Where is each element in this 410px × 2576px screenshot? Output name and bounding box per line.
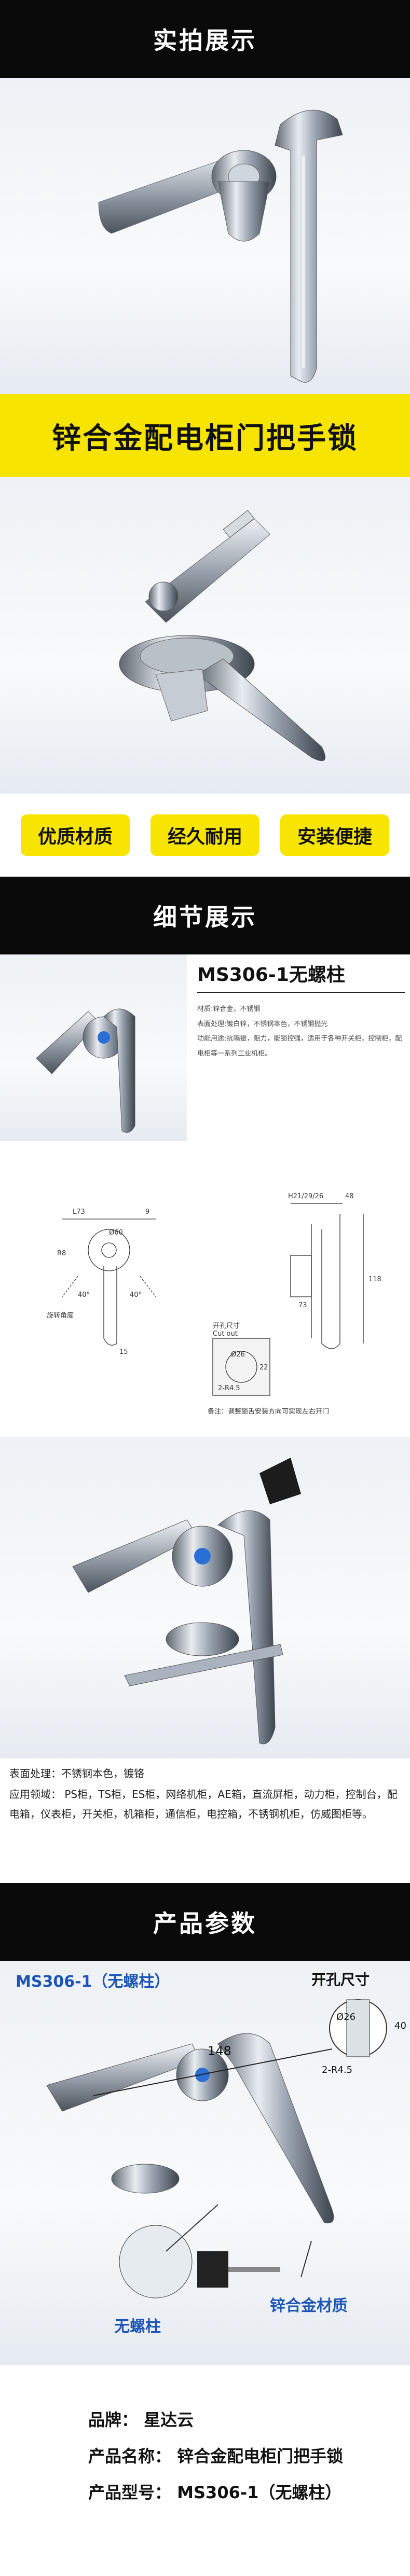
handle-illustration-2 <box>119 509 326 761</box>
params-cutout-label: 开孔尺寸 <box>311 1971 370 1988</box>
cutout-22: 22 <box>259 1364 268 1372</box>
dim-118: 118 <box>368 1276 381 1283</box>
params-no-stud: 无螺柱 <box>114 2318 161 2336</box>
detail-photo-small <box>0 954 187 1141</box>
params-length: 148 <box>208 2044 231 2058</box>
params-zinc-alloy: 锌合金材质 <box>270 2297 348 2315</box>
cutout-en: Cut out <box>213 1330 238 1338</box>
section-banner-params: 产品参数 <box>0 1883 410 1961</box>
dim-15: 15 <box>119 1348 128 1356</box>
dim-40b: 40° <box>130 1291 142 1299</box>
detail-surface: 表面处理:镀白锌，不锈钢本色，不锈钢抛光 <box>197 1020 328 1028</box>
params-illustration <box>46 1999 387 2298</box>
handle-illustration-1 <box>98 109 343 383</box>
dim-h: H21/29/26 <box>288 1193 323 1200</box>
name-value: 锌合金配电柜门把手锁 <box>177 2446 344 2466</box>
dim-l73: L73 <box>73 1208 85 1216</box>
params-model-title: MS306-1（无螺柱） <box>16 1973 170 1991</box>
dim-48: 48 <box>345 1193 354 1200</box>
feature-pill-2: 经久耐用 <box>151 814 259 856</box>
brand-label: 品牌： <box>88 2410 139 2430</box>
dim-rotation: 旋转角度 <box>47 1311 74 1320</box>
title-underline <box>197 992 405 993</box>
dim-r8: R8 <box>57 1250 66 1257</box>
feature-pill-1: 优质材质 <box>21 814 130 856</box>
params-phi26: Ø26 <box>336 2012 356 2023</box>
section-title-photos: 实拍展示 <box>153 26 257 54</box>
detail-function: 功能用途:抗隔振，阻力，能锁控强，适用于各种开关柜，控制柜，配电柜等一系列工业机… <box>197 1035 402 1058</box>
surface-text: 表面处理：不锈钢本色，镀铬 <box>9 1767 144 1780</box>
handle-illustration-3 <box>36 1008 135 1133</box>
model-label: 产品型号： <box>88 2483 172 2502</box>
params-dim40: 40 <box>394 2020 406 2031</box>
product-photo-2 <box>0 477 410 794</box>
cutout-phi26: Ø26 <box>231 1351 245 1359</box>
params-photo: MS306-1（无螺柱） 开孔尺寸 Ø26 40 2-R4.5 148 无螺柱 … <box>0 1961 410 2365</box>
section-banner-details: 细节展示 <box>0 877 410 954</box>
cutout-cn: 开孔尺寸 <box>213 1322 240 1330</box>
dim-40a: 40° <box>78 1291 90 1299</box>
dimension-drawing: L73 9 Ø60 R8 40° 40° 15 旋转角度 H21/29/26 4… <box>47 1193 381 1416</box>
section-title-details: 细节展示 <box>153 903 257 931</box>
detail-photo-large <box>0 1437 410 1758</box>
specs-text-block: MS306-1无螺柱 材质:锌合金，不锈钢 表面处理:镀白锌，不锈钢本色，不锈钢… <box>197 960 405 1141</box>
section-banner-photos: 实拍展示 <box>0 0 410 78</box>
dim-73: 73 <box>298 1301 307 1309</box>
product-name-row: 产品名称： 锌合金配电柜门把手锁 <box>88 2443 343 2467</box>
drawing-note: 备注：调整锁舌安装方向可实现左右开门 <box>208 1407 329 1416</box>
model-value: MS306-1（无螺柱） <box>177 2483 342 2502</box>
dim-phi60: Ø60 <box>109 1229 123 1237</box>
name-label: 产品名称： <box>88 2446 172 2466</box>
product-photo-1 <box>0 78 410 394</box>
feature-pill-3: 安装便捷 <box>280 814 389 856</box>
cutout-r45: 2-R4.5 <box>218 1384 240 1392</box>
product-name-text: 锌合金配电柜门把手锁 <box>52 421 358 455</box>
technical-drawing: L73 9 Ø60 R8 40° 40° 15 旋转角度 H21/29/26 4… <box>0 1141 410 1432</box>
section-title-params: 产品参数 <box>153 1909 257 1937</box>
product-model-row: 产品型号： MS306-1（无螺柱） <box>88 2480 341 2503</box>
brand-value: 星达云 <box>144 2410 194 2430</box>
application-text: 应用领域： PS柜，TS柜，ES柜，网络机柜，AE箱，直流屏柜，动力柜，控制台，… <box>9 1788 398 1820</box>
dim-9: 9 <box>145 1208 149 1216</box>
params-r45: 2-R4.5 <box>322 2065 353 2075</box>
detail-material: 材质:锌合金，不锈钢 <box>197 1005 261 1013</box>
brand-row: 品牌： 星达云 <box>88 2407 194 2431</box>
detail-model-title: MS306-1无螺柱 <box>197 964 345 986</box>
product-name-bar: 锌合金配电柜门把手锁 <box>0 394 410 477</box>
handle-illustration-4 <box>72 1458 301 1744</box>
